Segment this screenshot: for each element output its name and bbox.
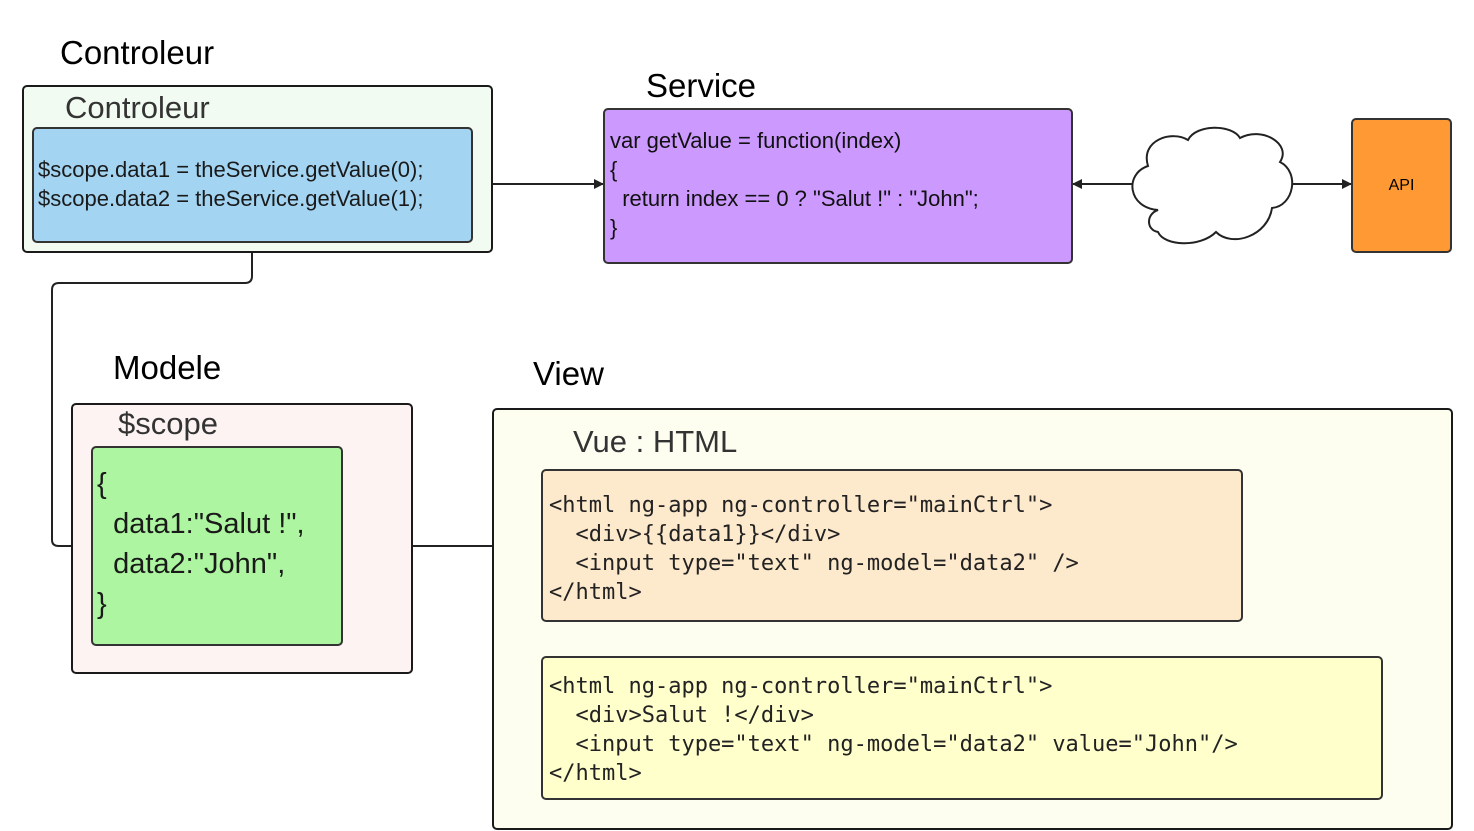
controller-code-line: $scope.data2 = theService.getValue(1); [38,186,424,211]
view-heading: View [533,355,604,392]
model-heading: Modele [113,349,222,386]
api-label: API [1388,176,1415,194]
model-code-line: { [97,468,107,500]
controller-code-line: $scope.data1 = theService.getValue(0); [38,157,424,182]
view-rendered-box: <html ng-app ng-controller="mainCtrl"> <… [541,656,1383,800]
service-code-line: } [610,215,618,240]
template-code-line: <input type="text" ng-model="data2" /> [549,551,1079,576]
rendered-code-line: <html ng-app ng-controller="mainCtrl"> [549,674,1053,699]
template-code-line: <html ng-app ng-controller="mainCtrl"> [549,493,1053,518]
view-container-title: Vue : HTML [573,424,738,459]
model-code-line: data1:"Salut !", [97,508,305,540]
model-code-line: } [97,588,107,620]
view-template-box: <html ng-app ng-controller="mainCtrl"> <… [541,469,1243,622]
service-code-line: { [610,157,618,182]
model-code-box: { data1:"Salut !", data2:"John", } [91,446,343,646]
cloud-shape [1131,126,1294,245]
controller-code-box: $scope.data1 = theService.getValue(0); $… [32,127,473,243]
controller-container-title: Controleur [65,90,210,125]
service-code-line: var getValue = function(index) [610,128,902,153]
template-code-line: <div>{{data1}}</div> [549,522,841,547]
rendered-code-line: </html> [549,761,642,786]
controller-heading: Controleur [60,34,215,71]
template-code-line: </html> [549,580,642,605]
rendered-code-line: <input type="text" ng-model="data2" valu… [549,732,1238,757]
rendered-code-line: <div>Salut !</div> [549,703,814,728]
service-code-box: var getValue = function(index) { return … [603,108,1073,264]
service-code-line: return index == 0 ? "Salut !" : "John"; [610,186,979,211]
model-container-title: $scope [118,406,218,441]
controller-model-arrow [51,243,253,551]
api-box: API [1351,118,1452,253]
model-code-line: data2:"John", [97,548,286,580]
service-heading: Service [646,67,757,104]
